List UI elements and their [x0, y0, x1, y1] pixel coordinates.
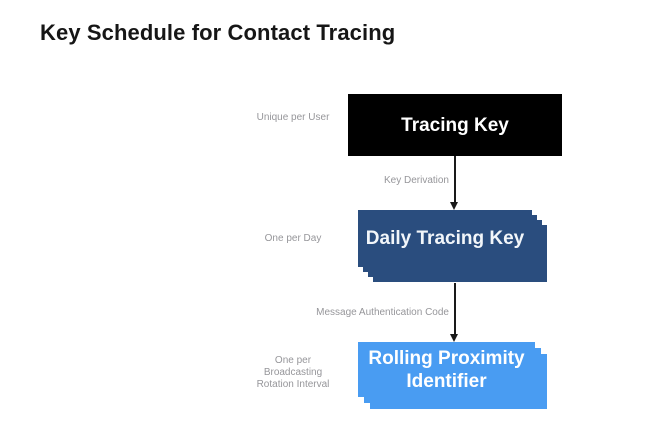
- page-title: Key Schedule for Contact Tracing: [40, 20, 396, 45]
- edge-label-message-authentication-code: Message Authentication Code: [316, 307, 449, 318]
- node-rolling-proximity-identifier: Rolling Proximity Identifier: [358, 342, 535, 397]
- node-tracing-key-label: Tracing Key: [401, 114, 509, 136]
- arrow-down-icon: [450, 334, 458, 342]
- node-tracing-key: Tracing Key: [348, 94, 562, 156]
- arrow-line: [454, 283, 456, 335]
- arrow-down-icon: [450, 202, 458, 210]
- node-rolling-proximity-identifier-label: Rolling Proximity Identifier: [368, 347, 525, 392]
- side-label-one-per-broadcasting-rotation-interval: One per Broadcasting Rotation Interval: [256, 355, 330, 390]
- side-label-unique-per-user: Unique per User: [256, 112, 330, 123]
- edge-label-key-derivation: Key Derivation: [383, 175, 449, 186]
- node-daily-tracing-key: Daily Tracing Key: [358, 210, 532, 267]
- arrow-line: [454, 156, 456, 203]
- node-daily-tracing-key-label: Daily Tracing Key: [365, 228, 525, 249]
- side-label-one-per-day: One per Day: [264, 233, 322, 244]
